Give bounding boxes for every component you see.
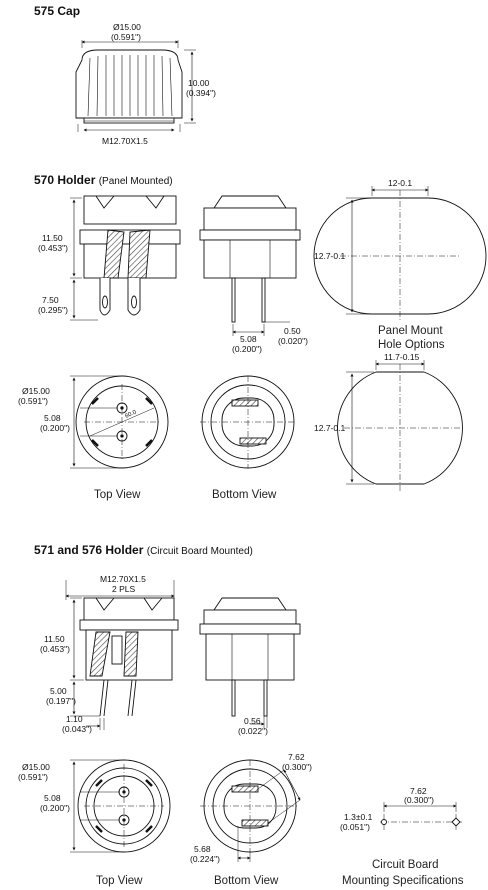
pcb-top-view: [70, 759, 171, 853]
cb-hole: 1.3±0.1: [344, 812, 373, 822]
cap-thread: M12.70X1.5: [102, 136, 148, 146]
panel-holder-title: 570 Holder (Panel Mounted): [34, 173, 173, 187]
pcb-pin-width-in: (0.043"): [62, 724, 92, 734]
pcb-pin-thickness-in: (0.022"): [238, 726, 268, 736]
cb-spacing: 7.62: [410, 786, 427, 796]
panel-pin-pitch: 5.08: [240, 334, 257, 344]
pcb-thread: M12.70X1.5: [100, 574, 146, 584]
cap-drawing: [75, 40, 196, 132]
panel-top-pitch-in: (0.200"): [40, 423, 70, 433]
circuit-board-mounting-spec: [380, 802, 462, 830]
panel-top-view: [70, 375, 169, 469]
pcb-top-diameter: Ø15.00: [22, 762, 50, 772]
panel-pin-thickness-in: (0.020"): [278, 336, 308, 346]
panel-pin-length: 7.50: [42, 295, 59, 305]
pcb-bottom-spacing: 7.62: [288, 752, 305, 762]
panel-top-diameter: Ø15.00: [22, 386, 50, 396]
panel-holder-front-view: [199, 195, 301, 336]
cb-hole-in: (0.051"): [340, 822, 370, 832]
pcb-bottom-view-label: Bottom View: [214, 875, 279, 887]
pcb-top-view-label: Top View: [96, 875, 143, 887]
panel-pin-pitch-in: (0.200"): [232, 344, 262, 354]
pcb-top-pitch: 5.08: [44, 793, 61, 803]
panel-mount-caption-2: Hole Options: [378, 339, 445, 351]
panel-top-angle: 60.0: [124, 409, 138, 420]
pcb-bottom-spacing-in: (0.300"): [282, 762, 312, 772]
cb-spacing-in: (0.300"): [404, 795, 434, 805]
panel-top-view-label: Top View: [94, 489, 141, 501]
cap-title: 575 Cap: [34, 4, 81, 18]
panel-height: 11.50: [42, 233, 63, 243]
cap-diameter-in: (0.591"): [111, 32, 141, 42]
hole1-width: 12-0.1: [388, 178, 412, 188]
pcb-pin-width: 1.10: [66, 714, 83, 724]
pcb-bottom-offset: 5.68: [194, 844, 211, 854]
hole2-width: 11.7-0.15: [384, 352, 420, 362]
pcb-height: 11.50: [44, 634, 65, 644]
panel-hole-option-1: [313, 186, 487, 322]
pcb-bottom-offset-in: (0.224"): [190, 854, 220, 864]
panel-pin-length-in: (0.295"): [38, 305, 68, 315]
cap-height-in: (0.394"): [186, 88, 216, 98]
pcb-pin-length: 5.00: [50, 686, 67, 696]
pcb-top-diameter-in: (0.591"): [18, 772, 48, 782]
panel-holder-side-section: [70, 195, 181, 321]
pcb-holder-front-view: [199, 597, 301, 728]
cb-caption-2: Mounting Specifications: [342, 875, 464, 887]
pcb-thread-count: 2 PLS: [112, 584, 135, 594]
pcb-height-in: (0.453"): [40, 644, 70, 654]
pcb-holder-title: 571 and 576 Holder (Circuit Board Mounte…: [34, 543, 253, 557]
pcb-pin-thickness: 0.56: [244, 716, 261, 726]
panel-pin-thickness: 0.50: [284, 326, 301, 336]
pcb-top-pitch-in: (0.200"): [40, 803, 70, 813]
panel-top-diameter-in: (0.591"): [18, 396, 48, 406]
pcb-holder-side-section: [65, 580, 179, 730]
hole2-height: 12.7-0.1: [314, 423, 345, 433]
panel-bottom-view: [200, 375, 296, 469]
panel-mount-caption-1: Panel Mount: [378, 325, 443, 337]
cb-caption-1: Circuit Board: [372, 859, 438, 871]
hole1-height: 12.7-0.1: [314, 251, 345, 261]
panel-hole-option-2: [337, 360, 464, 492]
pcb-bottom-view: [200, 759, 301, 862]
panel-height-in: (0.453"): [38, 243, 68, 253]
pcb-pin-length-in: (0.197"): [46, 696, 76, 706]
panel-top-pitch: 5.08: [44, 413, 61, 423]
cap-height: 10.00: [188, 78, 210, 88]
panel-bottom-view-label: Bottom View: [212, 489, 277, 501]
cap-diameter: Ø15.00: [113, 22, 141, 32]
